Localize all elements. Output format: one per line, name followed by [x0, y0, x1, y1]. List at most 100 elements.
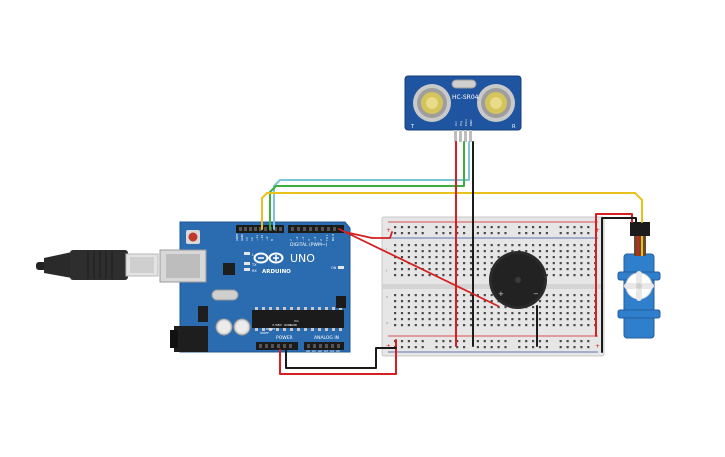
breadboard-hole	[587, 256, 590, 259]
breadboard-hole	[414, 250, 417, 253]
breadboard-hole	[532, 318, 535, 321]
breadboard-hole	[497, 346, 500, 349]
breadboard-hole	[552, 318, 555, 321]
breadboard-hole	[407, 244, 410, 247]
breadboard-hole	[552, 268, 555, 271]
breadboard-hole	[400, 274, 404, 277]
breadboard-hole	[435, 300, 438, 303]
breadboard-hole	[400, 294, 404, 297]
breadboard-hole	[428, 312, 431, 315]
breadboard-hole	[545, 256, 548, 259]
breadboard-hole	[566, 294, 569, 297]
breadboard-hole	[442, 324, 445, 327]
breadboard-hole	[532, 250, 535, 253]
wire-servo-gnd-black[interactable]	[601, 217, 637, 353]
breadboard-hole	[476, 250, 479, 253]
breadboard-hole	[469, 324, 473, 327]
breadboard-hole	[394, 268, 397, 271]
pin-label-gnd-2: GND	[290, 323, 298, 327]
breadboard-hole	[552, 244, 555, 247]
breadboard-hole	[497, 250, 500, 253]
pin-label-a3: A3	[324, 349, 328, 353]
breadboard-hole	[394, 318, 397, 321]
breadboard-hole	[532, 244, 535, 247]
breadboard-hole	[573, 274, 576, 277]
breadboard-hole	[421, 346, 424, 349]
wire-servo-signal-yellow[interactable]	[261, 192, 643, 230]
servo-motor[interactable]	[617, 222, 661, 339]
breadboard-hole	[580, 294, 583, 297]
breadboard-hole	[463, 256, 466, 259]
breadboard-hole	[463, 324, 466, 327]
breadboard-hole	[497, 312, 500, 315]
breadboard-hole	[580, 306, 583, 309]
breadboard-hole	[414, 262, 417, 265]
pin-label-gnd: GND	[240, 233, 244, 241]
breadboard-hole	[449, 244, 452, 247]
rail-plus-top: +	[386, 227, 391, 234]
breadboard-hole	[414, 324, 417, 327]
wire-echo-green[interactable]	[269, 141, 465, 230]
breadboard-hole	[456, 312, 459, 315]
breadboard-hole	[483, 274, 486, 277]
breadboard-hole	[469, 318, 473, 321]
breadboard-hole	[428, 300, 431, 303]
rx-led-label: RX	[252, 269, 257, 273]
breadboard-hole	[497, 306, 500, 309]
pin-label-reset: RESET	[266, 327, 276, 331]
breadboard-hole	[559, 318, 562, 321]
wire-5v-red[interactable]	[279, 339, 397, 375]
breadboard-hole	[469, 294, 473, 297]
row-letter-f: f	[386, 269, 388, 273]
pin-label-ioref: IOREF	[260, 331, 269, 335]
usb-cable[interactable]	[36, 250, 159, 280]
wire-trig-blue[interactable]	[273, 141, 470, 230]
breadboard-hole	[476, 312, 479, 315]
breadboard-hole	[504, 346, 507, 349]
breadboard-hole	[511, 312, 514, 315]
breadboard-hole	[476, 318, 479, 321]
breadboard-hole	[435, 324, 438, 327]
breadboard-hole	[449, 306, 452, 309]
breadboard-hole	[463, 294, 466, 297]
breadboard-hole	[442, 226, 445, 229]
breadboard-hole	[504, 306, 507, 309]
breadboard-hole	[421, 294, 424, 297]
breadboard-hole	[566, 232, 569, 235]
breadboard-hole	[545, 232, 548, 235]
wire-rail-red[interactable]	[371, 231, 393, 239]
breadboard-hole	[545, 268, 548, 271]
breadboard-hole	[407, 226, 410, 229]
piezo-buzzer[interactable]: + −	[489, 251, 547, 309]
wire-gnd-black[interactable]	[285, 347, 397, 369]
arduino-uno-board[interactable]: UNO ARDUINO L TX RX ON DIGIT	[159, 221, 351, 353]
breadboard-hole	[421, 250, 424, 253]
breadboard-hole	[421, 232, 424, 235]
breadboard-hole	[566, 256, 569, 259]
breadboard-hole	[469, 274, 473, 277]
breadboard-hole	[400, 232, 404, 235]
breadboard-hole	[580, 256, 583, 259]
breadboard-hole	[449, 346, 452, 349]
breadboard-hole	[559, 244, 562, 247]
wire-buzzer-red[interactable]	[338, 228, 499, 307]
breadboard-hole	[538, 226, 542, 229]
breadboard-hole	[442, 294, 445, 297]
rail-plus-bottom-right: +	[595, 343, 600, 350]
breadboard-hole	[580, 318, 583, 321]
pin-label-a0: A0	[306, 349, 310, 353]
ultrasonic-sensor[interactable]: HC-SR04 T R Vcc Trig Echo GND	[404, 75, 522, 142]
breadboard-hole	[456, 346, 459, 349]
sensor-pin-labels: Vcc Trig Echo GND	[454, 119, 473, 127]
breadboard-hole	[442, 312, 445, 315]
breadboard-hole	[463, 250, 466, 253]
breadboard-hole	[476, 274, 479, 277]
breadboard-hole	[456, 262, 459, 265]
breadboard-hole	[587, 340, 590, 343]
breadboard-hole	[463, 346, 466, 349]
breadboard-hole	[400, 318, 404, 321]
breadboard-hole	[456, 232, 459, 235]
breadboard-hole	[483, 268, 486, 271]
breadboard-hole	[435, 274, 438, 277]
breadboard-hole	[573, 306, 576, 309]
